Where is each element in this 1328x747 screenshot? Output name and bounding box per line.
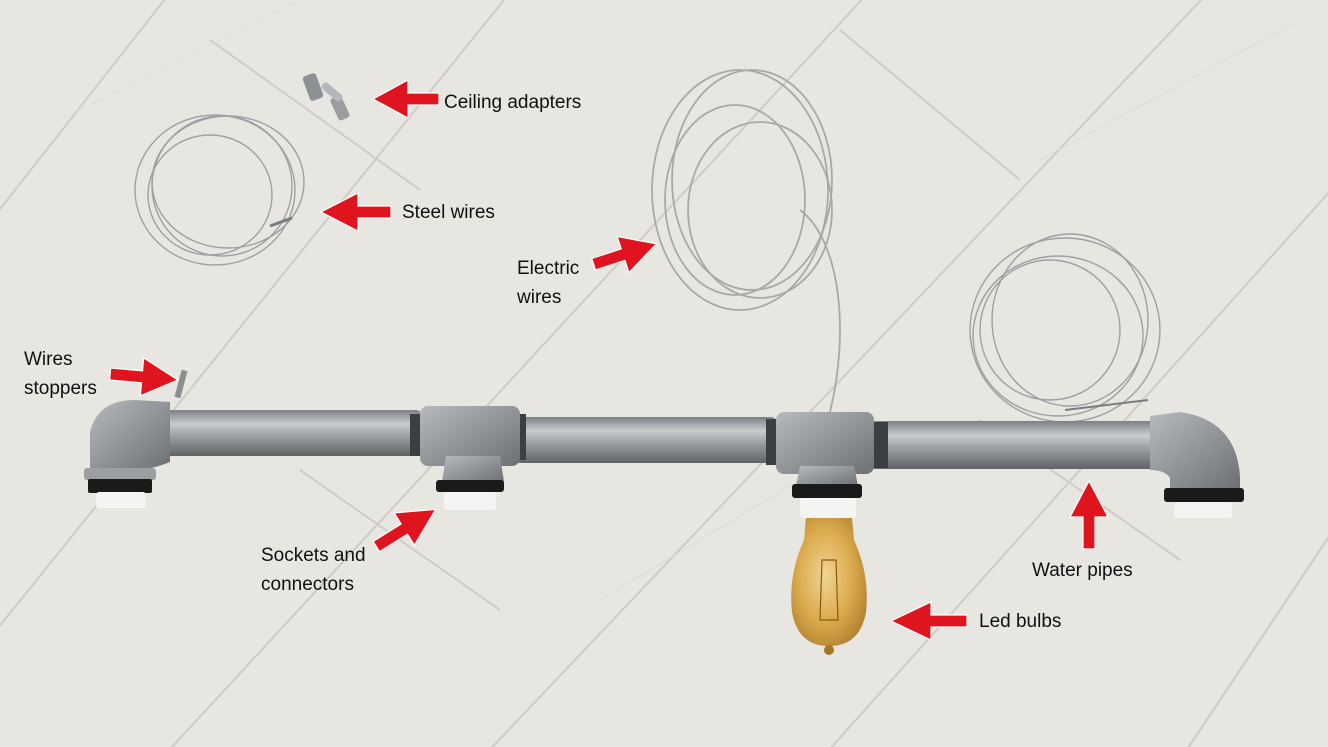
label-ceiling-adapters-text: Ceiling adapters (444, 92, 582, 113)
annotation-arrows (108, 78, 1109, 641)
arrow-electric-wires (591, 235, 658, 274)
led-bulb (791, 518, 867, 655)
arrow-water-pipes (1069, 479, 1109, 550)
label-led-bulbs-text: Led bulbs (979, 611, 1062, 632)
label-ceiling-adapters: Ceiling adapters (444, 88, 581, 117)
arrow-ceiling-adapters (371, 78, 440, 120)
label-led-bulbs: Led bulbs (979, 607, 1061, 636)
arrow-sockets-connectors (372, 508, 437, 553)
steel-wire-coil (134, 114, 305, 266)
wire-stopper (174, 369, 188, 399)
pipe-assembly (84, 400, 1244, 518)
arrow-led-bulbs (889, 601, 968, 641)
label-sockets-connectors: Sockets and connectors (261, 541, 366, 599)
electric-wire-coil (651, 69, 841, 413)
ceiling-adapters (302, 73, 350, 121)
label-water-pipes: Water pipes (1032, 556, 1133, 585)
label-electric-wires-line1: Electric (517, 258, 580, 279)
label-sockets-connectors-line1: Sockets and (261, 545, 366, 566)
arrow-steel-wires (319, 192, 392, 232)
label-sockets-connectors-line2: connectors (261, 574, 354, 595)
label-electric-wires: Electric wires (517, 254, 579, 312)
label-water-pipes-text: Water pipes (1032, 560, 1133, 581)
label-steel-wires-text: Steel wires (402, 202, 495, 223)
label-wires-stoppers-line1: Wires (24, 349, 73, 370)
arrow-wires-stoppers (108, 356, 180, 397)
label-electric-wires-line2: wires (517, 287, 562, 308)
label-wires-stoppers: Wires stoppers (24, 345, 97, 403)
label-wires-stoppers-line2: stoppers (24, 378, 97, 399)
label-steel-wires: Steel wires (402, 198, 495, 227)
